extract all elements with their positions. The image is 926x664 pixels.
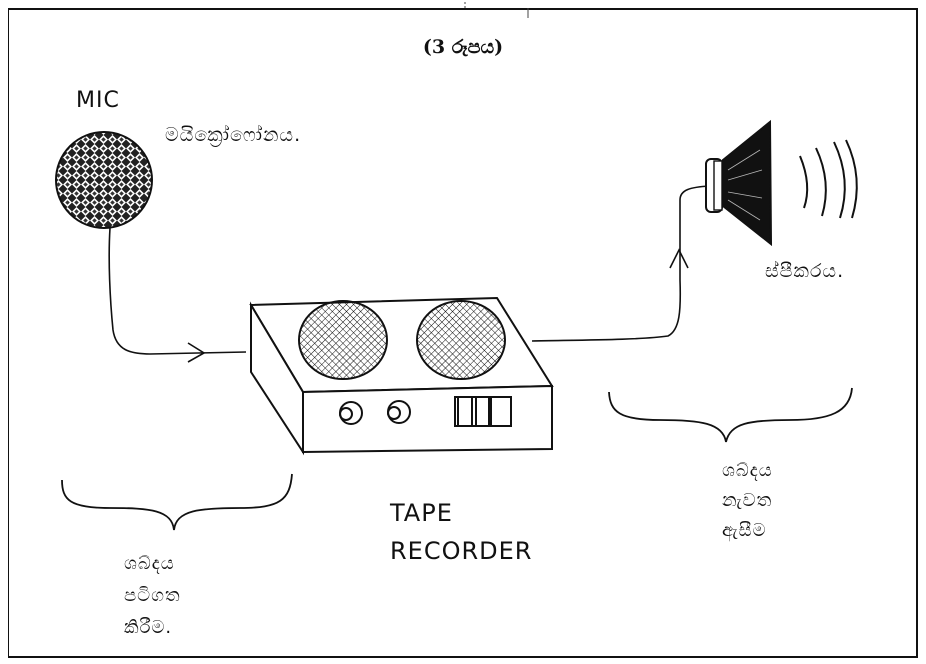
record-brace <box>62 474 292 530</box>
mic-name-label: මයික්‍රෝෆෝනය. <box>165 124 301 146</box>
speaker-cable <box>532 186 710 341</box>
record-description: ශබ්දය පටිගත කිරීම. <box>124 548 181 644</box>
tape-recorder-label-line1: TAPE <box>390 494 532 532</box>
microphone-icon <box>56 132 152 228</box>
playback-description-line: ඇසීම <box>722 516 773 546</box>
tape-recorder <box>251 294 552 452</box>
mic-cable <box>109 228 246 362</box>
tape-recorder-label: TAPE RECORDER <box>390 494 532 570</box>
scan-marks <box>465 2 528 18</box>
record-description-line: පටිගත <box>124 580 181 612</box>
playback-description-line: නැවත <box>722 486 773 516</box>
speaker-icon <box>706 122 857 244</box>
figure-title: (3 රූපය) <box>0 36 926 58</box>
record-description-line: කිරීම. <box>124 612 181 644</box>
tape-recorder-label-line2: RECORDER <box>390 532 532 570</box>
playback-description-line: ශබ්දය <box>722 456 773 486</box>
mic-label: MIC <box>76 88 120 113</box>
record-description-line: ශබ්දය <box>124 548 181 580</box>
playback-brace <box>609 388 852 442</box>
playback-description: ශබ්දය නැවත ඇසීම <box>722 456 773 546</box>
speaker-name-label: ස්පීකරය. <box>765 260 844 282</box>
